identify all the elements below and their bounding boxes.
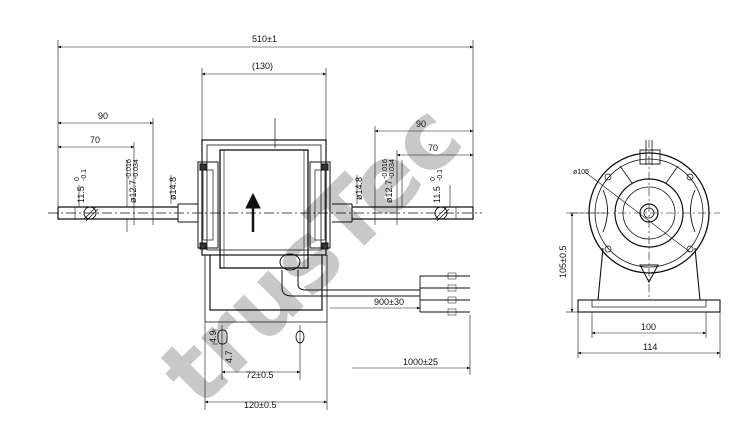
svg-text:-0.1: -0.1 (81, 169, 88, 181)
overall-length-label: 510±1 (252, 34, 277, 44)
slot-height-label: 4.9 (208, 330, 218, 343)
right-shaft-dia-label: ø12.7 -0.016 -0.034 (382, 159, 396, 203)
svg-text:11.5: 11.5 (432, 186, 442, 203)
svg-text:ø14.8: ø14.8 (168, 177, 178, 200)
lead-long-label: 1000±25 (403, 357, 438, 367)
svg-text:ø14.8: ø14.8 (354, 177, 364, 200)
svg-text:-0.016: -0.016 (382, 159, 389, 179)
svg-text:ø12.7: ø12.7 (384, 180, 394, 203)
svg-text:0: 0 (430, 177, 437, 181)
svg-text:-0.1: -0.1 (437, 169, 444, 181)
base-width-label: 120±0.5 (244, 400, 276, 410)
body-length-label: (130) (252, 61, 273, 71)
left-shaft-dim-outer: 90 (98, 111, 108, 121)
svg-text:ø12.7: ø12.7 (128, 180, 138, 203)
left-step-dia-label: ø14.8 (168, 177, 178, 200)
left-shaft-dia-label: ø12.7 -0.016 -0.034 (126, 159, 140, 203)
svg-text:-0.016: -0.016 (126, 159, 133, 179)
right-step-dia-label: ø14.8 (354, 177, 364, 200)
svg-text:4.9: 4.9 (208, 330, 218, 343)
right-flat-dim-label: 11.5 0 -0.1 (430, 169, 444, 203)
center-height-label: 105±0.5 (558, 246, 568, 278)
side-view (566, 140, 721, 358)
right-shaft-dim-inner: 70 (428, 143, 438, 153)
svg-text:-0.034: -0.034 (133, 159, 140, 179)
right-shaft-dim-outer: 90 (416, 119, 426, 129)
svg-text:4.7: 4.7 (224, 350, 234, 363)
slot-width-label: 4.7 (224, 350, 234, 363)
foot-outer-label: 114 (643, 342, 657, 352)
hole-pitch-label: 72±0.5 (246, 370, 273, 380)
svg-text:105±0.5: 105±0.5 (558, 246, 568, 278)
front-view (48, 40, 482, 410)
left-shaft-dim-inner: 70 (90, 135, 100, 145)
side-diameter-label: ø105 (573, 169, 589, 176)
svg-text:0: 0 (74, 177, 81, 181)
foot-inner-label: 100 (641, 322, 656, 332)
left-flat-dim-label: 11.5 0 -0.1 (74, 169, 88, 203)
lead-short-label: 900±30 (374, 297, 404, 307)
svg-text:-0.034: -0.034 (389, 159, 396, 179)
svg-text:11.5: 11.5 (76, 186, 86, 203)
